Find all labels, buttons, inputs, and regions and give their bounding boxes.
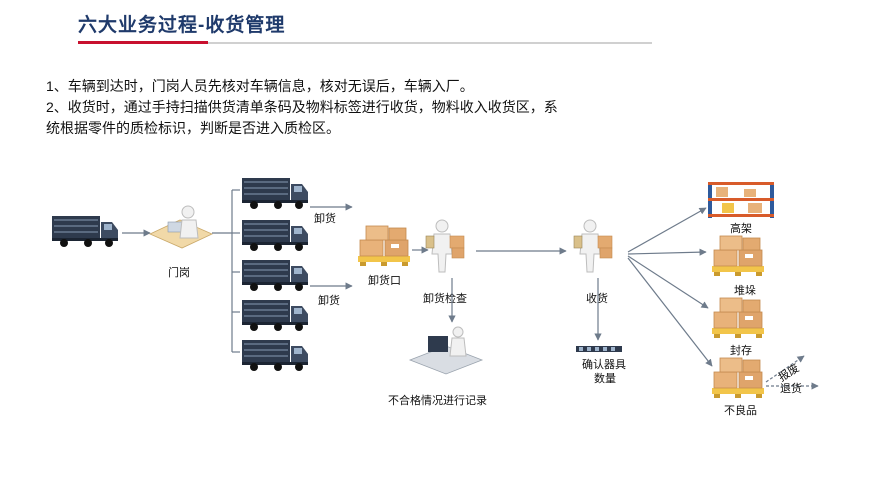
- unload-port-boxes-icon: [357, 225, 411, 267]
- high-shelf-rack-icon: [708, 182, 774, 218]
- computer-desk-icon: [408, 326, 484, 375]
- gate-guard-icon: [149, 205, 213, 249]
- inspection-worker-icon: [425, 219, 465, 273]
- label-stacking: 堆垛: [734, 284, 756, 297]
- label-unload-check: 卸货检查: [423, 291, 467, 305]
- label-nonconform: 不合格情况进行记录: [388, 393, 487, 407]
- receiving-worker-icon: [573, 219, 613, 273]
- arrow-to-high-shelf: [627, 207, 707, 253]
- label-unload-2: 卸货: [318, 293, 340, 307]
- arrow-to-defective: [627, 257, 713, 367]
- truck-3-icon: [242, 260, 308, 291]
- label-defective: 不良品: [724, 403, 757, 417]
- title-accent-bar: [78, 41, 208, 44]
- defective-boxes-icon: [711, 357, 765, 399]
- truck-2-icon: [242, 220, 308, 251]
- page-title: 六大业务过程-收货管理: [78, 15, 286, 36]
- sealed-boxes-icon: [711, 297, 765, 339]
- arrow-to-sealed: [627, 255, 709, 309]
- truck-5-icon: [242, 340, 308, 371]
- incoming-truck-icon: [52, 216, 118, 247]
- label-receive: 收货: [586, 291, 608, 305]
- truck-4-icon: [242, 300, 308, 331]
- label-confirm-2: 数量: [594, 372, 616, 385]
- label-confirm-1: 确认器具: [582, 358, 626, 371]
- receiving-flow-diagram: 门岗 卸货 卸货 卸货口 卸货检查 不合格情况进行记录 收货: [52, 178, 819, 417]
- arrow-to-stacking: [627, 248, 707, 256]
- arrow-to-scrap: [765, 355, 805, 383]
- paragraph-receiving: 2、收货时，通过手持扫描供货清单条码及物料标签进行收货，物料收入收货区，系统根据…: [46, 99, 558, 136]
- title-divider: [78, 42, 652, 44]
- stacking-boxes-icon: [711, 235, 765, 277]
- label-sealed: 封存: [730, 343, 752, 357]
- label-unload-1: 卸货: [314, 211, 336, 225]
- label-high-shelf: 高架: [730, 221, 752, 235]
- conveyor-icon: [576, 346, 622, 352]
- label-unload-port: 卸货口: [368, 273, 401, 287]
- label-scrap: 报废: [776, 361, 802, 385]
- label-return: 退货: [780, 381, 802, 395]
- label-gate: 门岗: [168, 265, 190, 279]
- paragraph-vehicle-arrival: 1、车辆到达时，门岗人员先核对车辆信息，核对无误后，车辆入厂。: [46, 78, 474, 94]
- truck-1-icon: [242, 178, 308, 209]
